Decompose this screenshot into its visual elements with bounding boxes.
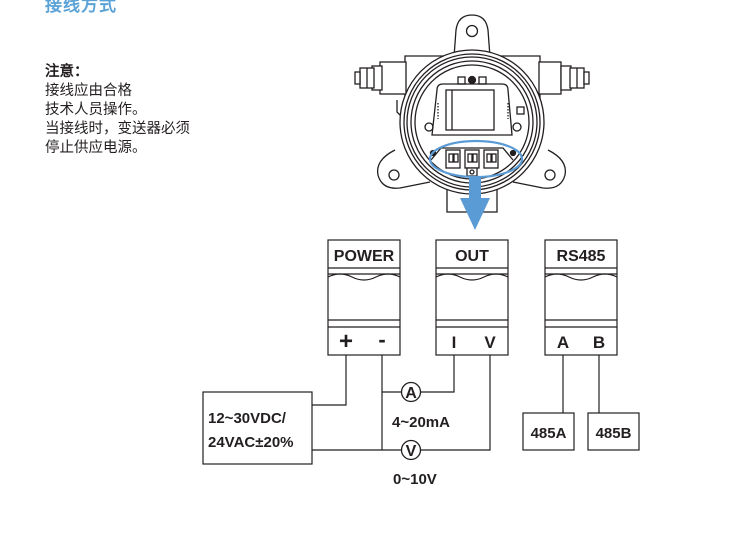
- notice-line: 停止供应电源。: [45, 140, 147, 156]
- wires: [312, 355, 600, 451]
- power-supply-box: [202, 391, 313, 465]
- section-heading: 接线方式: [45, 0, 117, 16]
- rs485-b-box: [587, 412, 640, 451]
- pin-label-v: V: [484, 333, 496, 352]
- voltmeter-range-label: 0~10V: [393, 471, 437, 488]
- ammeter-range-label: 4~20mA: [392, 414, 450, 431]
- terminal-highlight-ellipse: [428, 139, 524, 179]
- ammeter-icon: A: [400, 381, 422, 403]
- power-supply-line2: 24VAC±20%: [208, 434, 294, 451]
- notice-title: 注意：: [45, 64, 89, 80]
- notice-line: 接线应由合格: [45, 83, 132, 99]
- voltmeter-symbol: V: [406, 443, 417, 460]
- pin-label-minus: -: [378, 327, 385, 352]
- rs485-b-label: 485B: [596, 425, 632, 442]
- notice-line: 当接线时，变送器必须: [45, 121, 190, 137]
- terminal-label-out: OUT: [455, 248, 489, 265]
- rs485-a-label: 485A: [531, 425, 567, 442]
- pin-label-a: A: [557, 333, 569, 352]
- ammeter-symbol: A: [405, 385, 417, 402]
- pin-label-i: I: [452, 333, 457, 352]
- pin-label-plus: +: [339, 328, 353, 355]
- down-arrow-icon: [460, 178, 490, 230]
- terminal-block-out: [435, 239, 509, 356]
- terminal-block-rs485: [544, 239, 618, 356]
- terminal-label-power: POWER: [334, 248, 395, 265]
- pin-label-b: B: [593, 333, 605, 352]
- power-supply-line1: 12~30VDC/: [208, 410, 287, 427]
- terminal-label-rs485: RS485: [557, 248, 606, 265]
- terminal-block-power: [327, 239, 401, 356]
- voltmeter-icon: V: [400, 439, 422, 461]
- notice-line: 技术人员操作。: [45, 102, 147, 118]
- rs485-a-box: [522, 412, 575, 451]
- notice-block: 注意： 接线应由合格 技术人员操作。 当接线时，变送器必须 停止供应电源。: [45, 63, 190, 158]
